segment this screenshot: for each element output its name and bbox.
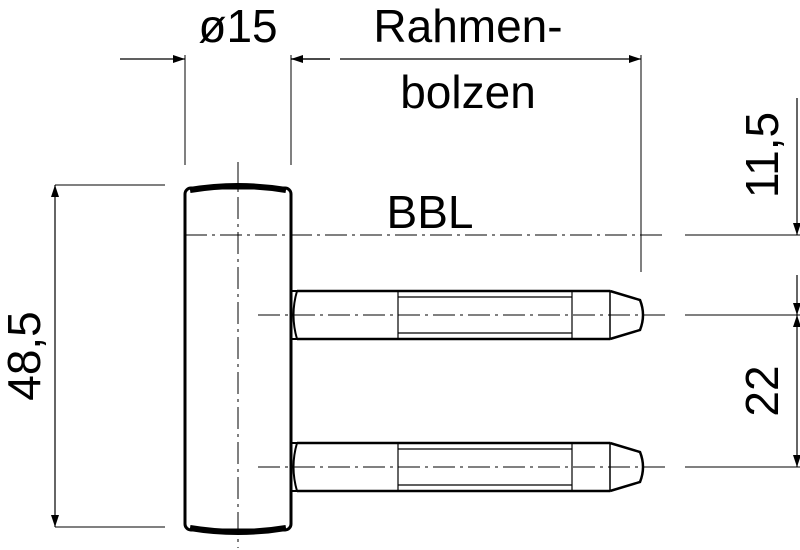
bbl-label: BBL xyxy=(387,186,474,238)
center-lines xyxy=(185,162,665,548)
frame-bolt-label-line1: Rahmen- xyxy=(373,0,562,52)
pin-spacing-label: 22 xyxy=(736,365,788,416)
frame-bolt-label-line2: bolzen xyxy=(400,66,536,118)
extension-lines xyxy=(55,55,800,528)
total-height-label: 48,5 xyxy=(0,311,50,401)
frame-bolt-upper xyxy=(291,289,645,341)
diameter-label: ø15 xyxy=(198,0,277,52)
offset-top-label: 11,5 xyxy=(736,112,788,198)
dimension-lines xyxy=(51,55,800,527)
